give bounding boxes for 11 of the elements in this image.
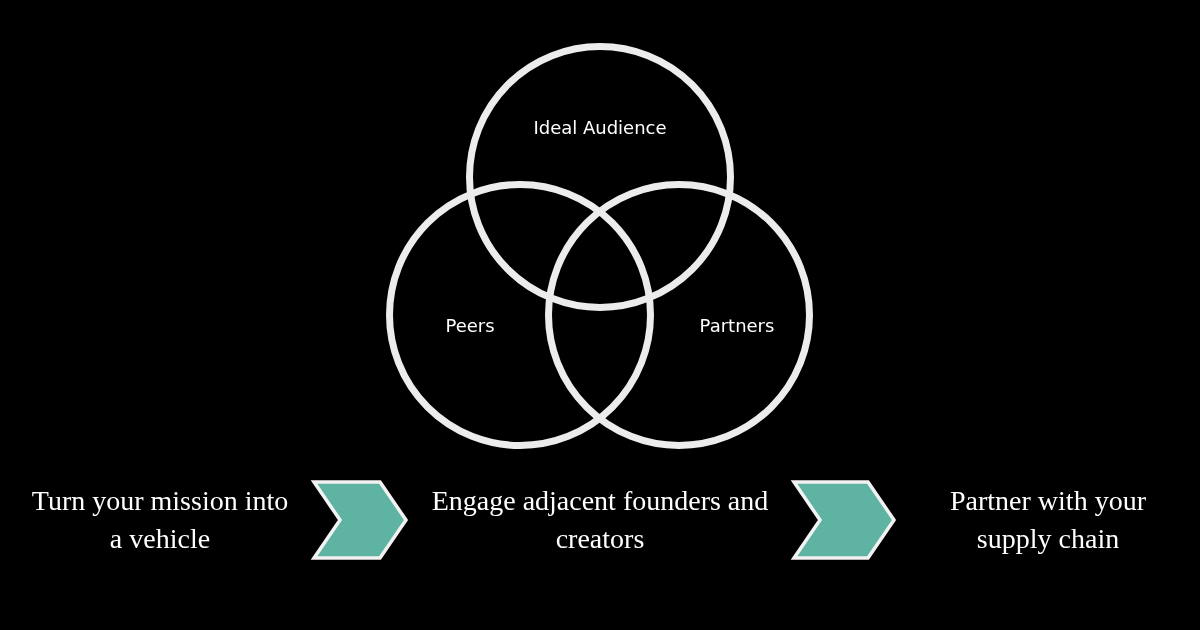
- circle-label: Peers: [445, 314, 495, 336]
- chevron-arrow: [790, 480, 897, 560]
- step-text: Turn your mission into a vehicle: [10, 482, 310, 558]
- venn-circle: [386, 181, 654, 449]
- step-text: Engage adjacent founders and creators: [410, 482, 790, 558]
- chevron-arrow: [310, 480, 409, 560]
- venn-circle: [466, 43, 734, 311]
- circle-label: Partners: [699, 314, 775, 336]
- venn-circle: [545, 181, 813, 449]
- circle-label: Ideal Audience: [533, 116, 667, 138]
- step-text: Partner with your supply chain: [898, 482, 1198, 558]
